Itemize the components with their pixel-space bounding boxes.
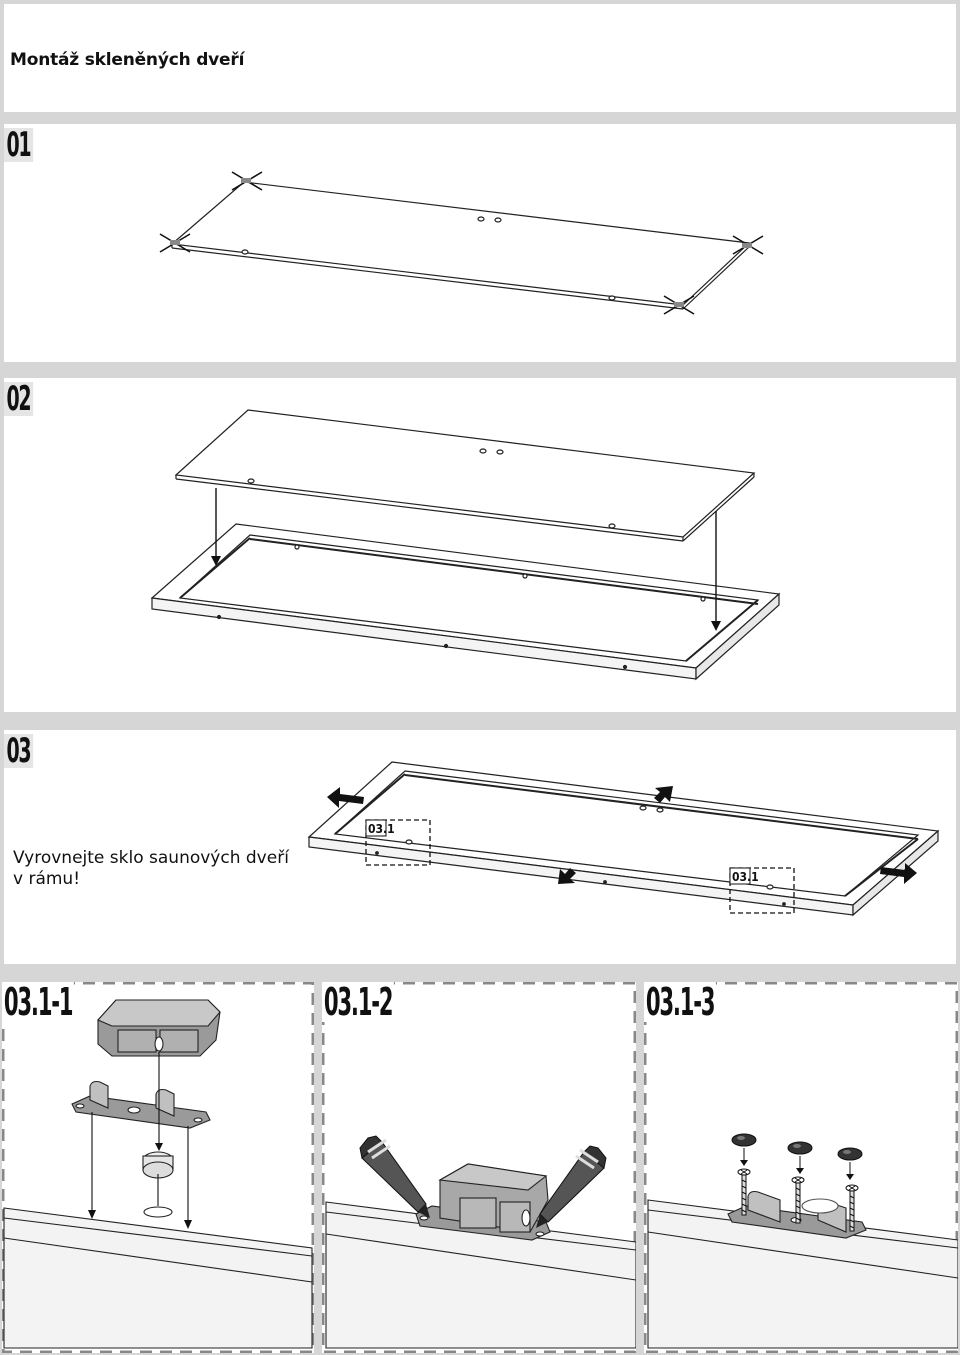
substep-03-1-2-panel: 03.1-2 (322, 982, 636, 1353)
step-03-panel: 03 Vyrovnejte sklo saunových dveří v rám… (4, 730, 956, 964)
title-panel: Montáž skleněných dveří (4, 4, 956, 112)
arrow-down-icon (740, 1148, 854, 1180)
align-glass-in-frame-illustration: 03.1 03.1 (307, 761, 940, 917)
mark-hinge-position-illustration (322, 982, 636, 1353)
callout-label: 03.1 (368, 822, 395, 836)
pencil-icon (359, 1135, 607, 1228)
step-01-panel: 01 (4, 124, 956, 362)
step-02-panel: 02 (4, 378, 956, 712)
hinge-assembly-exploded-illustration (2, 982, 314, 1353)
substep-03-1-1-panel: 03.1-1 (2, 982, 314, 1353)
callout-box (365, 819, 431, 866)
arrow-down-icon (211, 488, 721, 631)
substep-number: 03.1-1 (2, 980, 75, 1024)
cross-mark-icon (159, 171, 764, 315)
step-number: 01 (4, 128, 33, 162)
substep-03-1-3-panel: 03.1-3 (644, 982, 958, 1353)
screw-icon (737, 1168, 859, 1232)
substep-number: 03.1-3 (644, 980, 717, 1024)
page-title: Montáž skleněných dveří (10, 50, 245, 70)
callout-label: 03.1 (732, 870, 759, 884)
step-number: 02 (4, 382, 33, 416)
screw-hinge-illustration (644, 982, 958, 1353)
push-arrow-icon (327, 786, 917, 884)
glass-into-frame-illustration (150, 409, 781, 681)
step-number: 03 (4, 734, 33, 768)
cap-icon (731, 1133, 863, 1161)
glass-pane-on-supports-illustration (159, 171, 764, 315)
callout-box (729, 867, 795, 914)
substep-number: 03.1-2 (322, 980, 395, 1024)
instruction-text: Vyrovnejte sklo saunových dveří v rámu! (13, 848, 289, 889)
arrow-down-icon (88, 1143, 192, 1229)
